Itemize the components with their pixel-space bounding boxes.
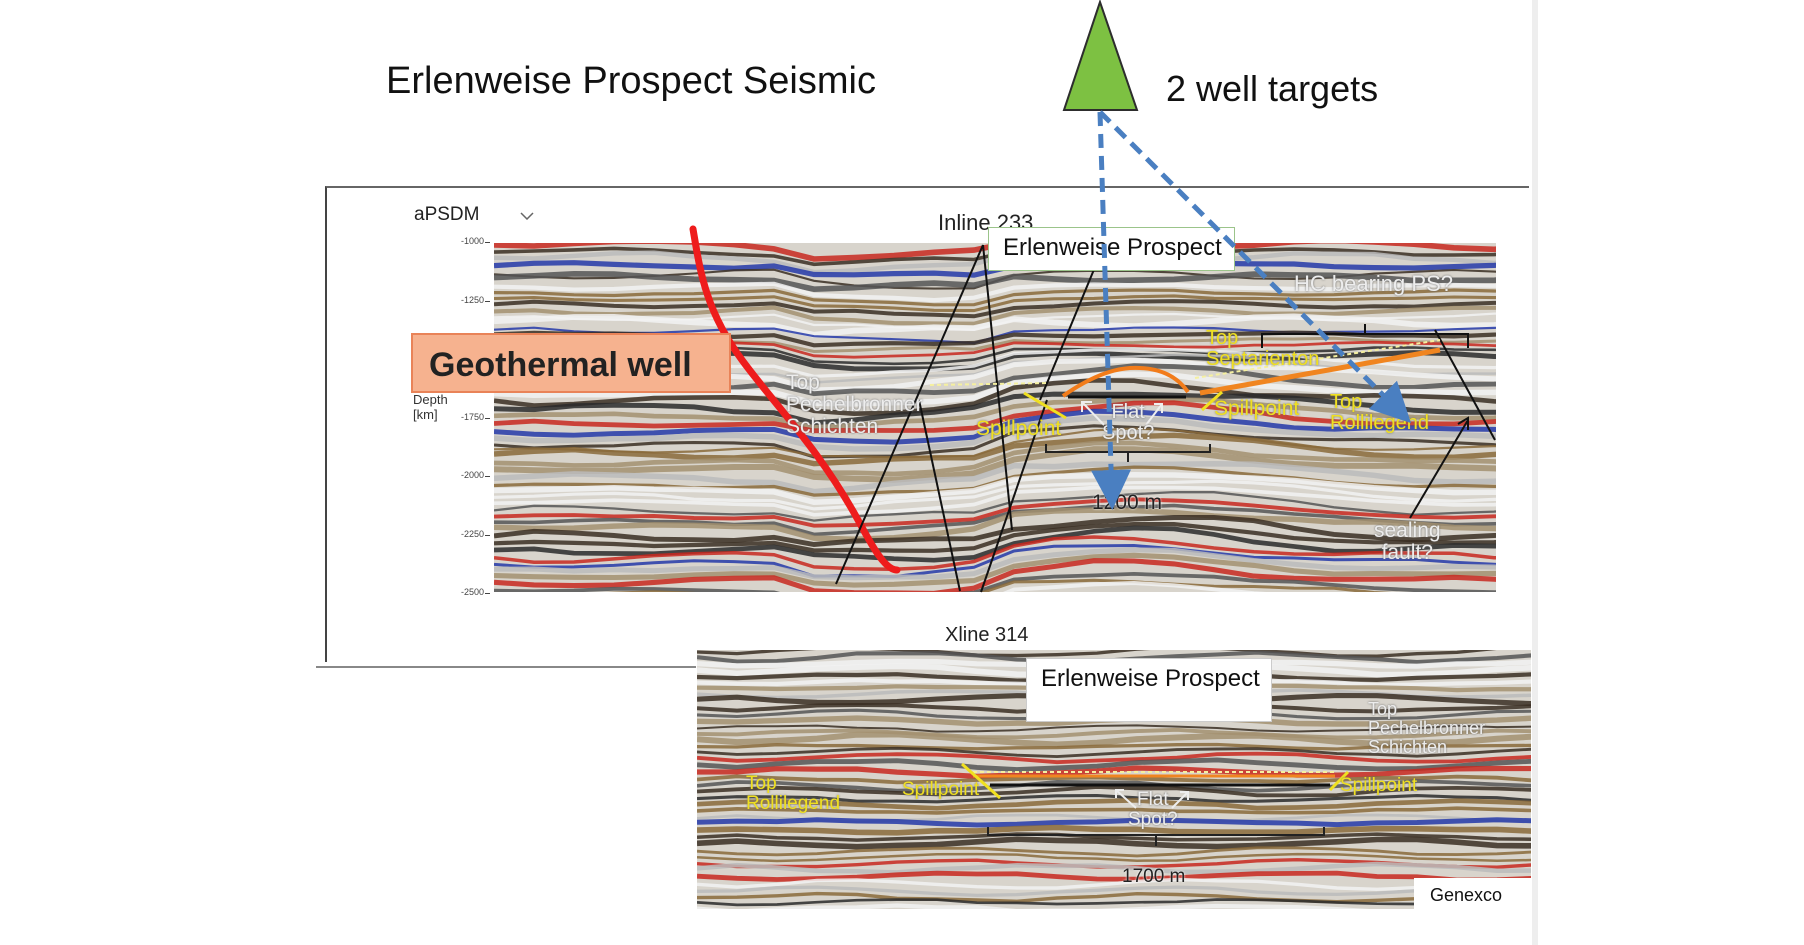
depth-tick-label: -2500 [460, 587, 484, 597]
depth-tick-mark [485, 534, 490, 536]
hc-bearing-label: HC bearing PS? [1294, 271, 1453, 296]
method-label: aPSDM [414, 204, 480, 225]
depth-tick-mark [485, 476, 490, 477]
flat-spot-arrow-left [1081, 401, 1105, 426]
fault-line [835, 244, 984, 585]
spillpoint-right-label: Spillpoint [1214, 397, 1300, 420]
depth-axis-label: Depth [km] [413, 392, 448, 422]
top-pechelbronner-xline: Top Pechelbronner Schichten [1368, 699, 1486, 757]
fault-line [982, 244, 1013, 531]
depth-tick-mark [485, 593, 490, 594]
spillpoint-tick-left [960, 762, 1002, 800]
sealing-fault-label: sealing fault? [1374, 519, 1441, 565]
top-rollilegend-xline: Top Rollilegend [746, 773, 841, 814]
prospect-label-inline: Erlenweise Prospect [988, 227, 1235, 271]
spillpoint-right-xline: Spillpoint [1340, 775, 1418, 796]
depth-tick-label: -2250 [460, 528, 484, 539]
spillpoint-left-xline: Spillpoint [902, 779, 980, 800]
right-divider [1532, 0, 1538, 945]
flat-spot-arrow-right [1145, 403, 1163, 426]
top-pechelbronner-label: Top Pechelbronner Schichten [786, 371, 923, 439]
panel-divider [316, 666, 696, 668]
geothermal-well-label: Geothermal well [411, 333, 731, 393]
well-target-arrow-1 [1091, 111, 1132, 510]
well-triangle-icon [1062, 0, 1139, 111]
page-title: Erlenweise Prospect Seismic [386, 60, 876, 102]
top-septarienton-label: Top Septarienton [1206, 327, 1320, 370]
depth-tick-label: -1000 [460, 236, 484, 246]
dashed-horizon [929, 339, 1441, 386]
depth-tick-label: -1250 [460, 294, 484, 305]
fault-line [1434, 329, 1496, 441]
credit-label: Genexco [1414, 878, 1532, 912]
flat-spot-bright-line [1061, 365, 1190, 398]
depth-tick-mark [485, 242, 490, 243]
depth-tick-label: -1750 [460, 411, 484, 422]
chevron-down-icon [520, 207, 534, 221]
well-targets-label: 2 well targets [1166, 68, 1379, 109]
spillpoint-tick-left [1023, 391, 1067, 420]
sealing-fault-arrow [1409, 419, 1469, 519]
fault-line [980, 399, 1048, 593]
distance-label-xline: 1700 m [1122, 866, 1186, 887]
inline-seismic-section [494, 243, 1496, 592]
well-target-arrow-2 [1098, 110, 1412, 424]
top-septarienton-horizon [1199, 347, 1441, 396]
flat-spot-label: Flat Spot? [1102, 401, 1155, 444]
depth-tick-mark [485, 417, 490, 419]
prospect-label-xline: Erlenweise Prospect [1026, 658, 1272, 722]
xline-label: Xline 314 [945, 624, 1029, 646]
geothermal-well-path [689, 225, 901, 574]
depth-tick-label: -2000 [460, 470, 484, 480]
spillpoint-tick-right [1200, 390, 1224, 412]
fault-line [1039, 254, 1101, 401]
depth-tick-mark [485, 300, 490, 302]
spillpoint-left-label: Spillpoint [976, 417, 1062, 440]
spillpoint-tick-right [1328, 770, 1350, 792]
flat-spot-xline: Flat Spot? [1128, 789, 1178, 830]
fault-line [918, 399, 961, 592]
